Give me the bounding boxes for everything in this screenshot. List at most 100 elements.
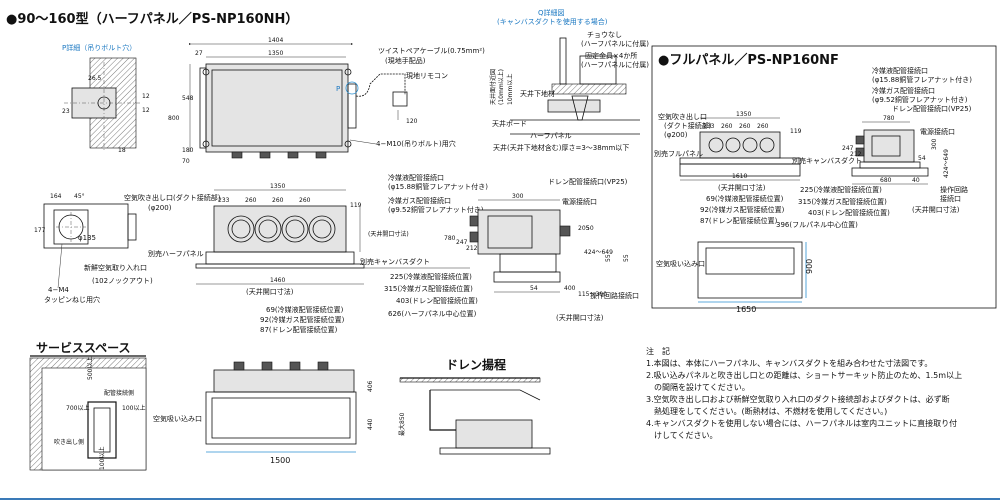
fp-ceiling-open-2: (天井開口寸法) — [912, 205, 960, 214]
drain-height: 最大850 — [398, 412, 406, 436]
site-supply-label: (現地手配品) — [385, 56, 426, 65]
fp-power-label: 電源接続口 — [920, 127, 955, 136]
dim-55: 50 — [586, 225, 594, 232]
fp-phi200: (φ200) — [664, 131, 688, 139]
ctrl-label: 操作回路接続口 — [590, 291, 639, 300]
remote-label: 現地リモコン — [406, 71, 448, 80]
power-label: 電源接続口 — [562, 197, 597, 206]
q-detail: Q詳細図 (キャンバスダクトを使用する場合) チョウなし (ハーフパネルに付属)… — [489, 8, 649, 152]
fresh-air-label: 新鮮空気取り入れ口 — [84, 263, 147, 272]
note-3b: 熱処理をしてください。(断熱材は、不燃材を使用してください。) — [646, 406, 887, 416]
fp-callout-92: 92(冷媒ガス配管接続位置) — [700, 205, 785, 214]
dim-120: 120 — [406, 118, 418, 125]
q-label-board: 天井ボード — [492, 119, 527, 128]
fp-dim-260c: 260 — [757, 123, 769, 130]
p-detail-dim-265: 26.5 — [88, 75, 102, 82]
supply-label: 空気吹き出し口(ダクト接続部) — [124, 193, 221, 202]
svc-100b: 100以上 — [98, 447, 106, 470]
p-detail-title: P詳細（吊りボルト穴） — [62, 43, 136, 52]
dim-164: 164 — [50, 193, 62, 200]
fp-liq-sub: (φ15.88銅管フレアナット付き) — [872, 75, 972, 84]
service-unit — [87, 401, 117, 459]
fp-dim-900: 900 — [805, 259, 814, 274]
note-4b: けしてください。 — [646, 431, 718, 440]
dim-1460: 1460 — [270, 277, 285, 284]
q-detail-title: Q詳細図 — [538, 8, 565, 17]
bv-intake: 空気吸い込み口 — [153, 414, 202, 423]
fp-dim-1350: 1350 — [736, 111, 751, 118]
q-label-10mm: (10mm以上) — [497, 69, 505, 105]
fp-callout-396: 396(フルパネル中心位置) — [776, 220, 858, 229]
q-label-attached-1: (ハーフパネルに付属) — [581, 39, 649, 48]
bv-dim-1500: 1500 — [270, 456, 290, 465]
bottom-view: 空気吸い込み口 406 440 1500 — [153, 361, 374, 465]
notes-heading: 注 記 — [646, 346, 670, 356]
fp-dim-260b: 260 — [739, 123, 751, 130]
bolt-hole-label: 4−M10(吊りボルト)用穴 — [376, 139, 456, 148]
fp-dim-40: 40 — [912, 177, 920, 184]
p-detail: P詳細（吊りボルト穴） 23 12 18 12 26.5 — [62, 43, 150, 154]
fp-dim-424-649: 424〜649 — [943, 149, 950, 178]
full-panel-front: 冷媒液配管接続口 (φ15.88銅管フレアナット付き) 冷媒ガス配管接続口 (φ… — [654, 66, 972, 192]
twisted-cable-label: ツイストペアケーブル(0.75mm²) — [378, 46, 485, 55]
phi135-label: φ135 — [78, 234, 96, 242]
bv-stubs — [233, 361, 329, 371]
dim-780: 300 — [512, 193, 524, 200]
fp-duct-openings — [708, 137, 775, 153]
p-detail-dim-18: 18 — [118, 147, 126, 154]
remote-controller — [392, 91, 408, 107]
full-panel-section: 780 247 212 300 424〜649 54 680 40 電源接続口 … — [842, 115, 968, 214]
bv-dim-406: 406 — [367, 380, 374, 392]
fp-callout-87: 87(ドレン配管接続位置) — [700, 216, 778, 225]
fp-air-intake: 空気吸い込み口 — [656, 259, 705, 268]
callout-403: 403(ドレン配管接続位置) — [396, 296, 478, 305]
fp-drain-label: ドレン配管接続口(VP25) — [892, 104, 972, 113]
liq-sub: (φ15.88銅管フレアナット付き) — [388, 182, 488, 191]
bolt-hole — [97, 96, 111, 110]
dim-177: 177 — [34, 227, 46, 234]
dim-32: 115〜300 — [578, 291, 607, 298]
callout-69: 69(冷媒液配管接続位置) — [266, 305, 344, 314]
fp-dim-260a: 260 — [721, 123, 733, 130]
q-detail-subtitle: (キャンバスダクトを使用する場合) — [497, 17, 608, 26]
note-2b: の間隔を設けてください。 — [646, 382, 750, 392]
dim-424-649: 55 — [623, 254, 630, 262]
p-detail-marker — [345, 81, 359, 95]
dim-548: 548 — [182, 95, 194, 102]
dim-1350-front: 1350 — [270, 183, 285, 190]
svc-700: 700以上 — [66, 404, 89, 412]
p-detail-dim-12: 12 — [142, 93, 150, 100]
fp-ctrl1: 操作回路 — [940, 185, 968, 194]
dim-180: 180 — [182, 147, 194, 154]
service-title: サービススペース — [36, 340, 131, 355]
fp-dim-119: 119 — [790, 128, 802, 135]
dim-45deg: 45° — [74, 193, 85, 200]
fp-dim-300: 300 — [931, 138, 938, 150]
fp-dim-680: 680 — [880, 177, 892, 184]
front-view: 1350 233 260 260 260 119 空気吹き出し口(ダクト接続部)… — [124, 173, 628, 296]
dim-233: 233 — [218, 197, 230, 204]
dim-260c: 260 — [299, 197, 311, 204]
svc-100: 100以上 — [122, 404, 145, 412]
dim-1350-top: 1350 — [268, 50, 283, 57]
q-label-vicinity: 天井面付近図 — [489, 69, 497, 105]
fp-liq-label: 冷媒液配管接続口 — [872, 66, 928, 75]
fp-callout-315: 315(冷媒ガス配管接続位置) — [798, 197, 887, 206]
callout-225: 225(冷媒液配管接続位置) — [390, 272, 472, 281]
svc-500: 500以上 — [86, 357, 94, 380]
q-label-wingnut: チョウなし — [587, 31, 622, 39]
fp-dim-54: 54 — [918, 155, 926, 162]
fp-dim-1650: 1650 — [736, 305, 756, 314]
full-panel-frame — [651, 45, 997, 309]
fp-supply-label: 空気吹き出し口 — [658, 112, 707, 121]
bv-dim-440: 440 — [367, 418, 374, 430]
section-view: 300 780 247 212 205 50 55 424〜649 54 400… — [444, 193, 639, 322]
supply-duct-openings — [227, 215, 336, 243]
phi200-label: (φ200) — [148, 204, 172, 212]
q-label-half-panel: ハーフパネル — [530, 132, 572, 140]
fp-dim-212: 212 — [850, 151, 862, 158]
fp-supply-sub: (ダクト接続部) — [664, 121, 712, 130]
notes: 注 記 1.本図は、本体にハーフパネル、キャンバスダクトを組み合わせた寸法図です… — [646, 346, 962, 440]
